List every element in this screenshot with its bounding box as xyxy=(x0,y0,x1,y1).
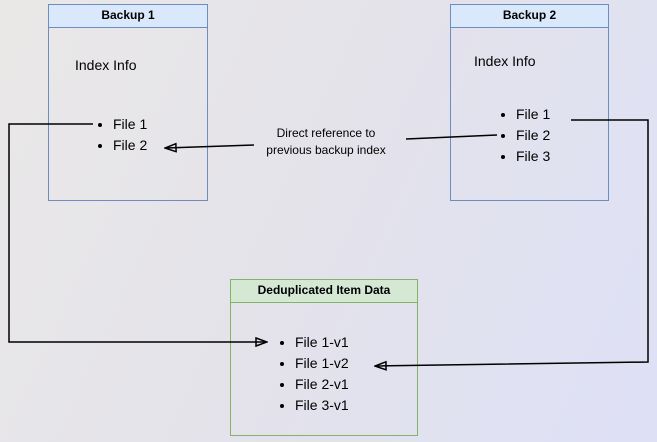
dedup-box: Deduplicated Item Data xyxy=(230,279,418,436)
backup1-file-list: File 1 File 2 xyxy=(89,114,147,156)
backup1-title: Backup 1 xyxy=(49,5,207,28)
direct-reference-annotation: Direct reference to previous backup inde… xyxy=(226,125,426,159)
list-item: File 2 xyxy=(113,135,147,156)
list-item: File 1-v2 xyxy=(295,353,349,374)
list-item: File 3 xyxy=(516,146,550,167)
list-item: File 1 xyxy=(516,104,550,125)
list-item: File 1 xyxy=(113,114,147,135)
backup2-index-info-label: Index Info xyxy=(474,53,536,69)
dedup-title: Deduplicated Item Data xyxy=(231,280,417,303)
backup2-box: Backup 2 xyxy=(450,4,609,201)
backup2-title: Backup 2 xyxy=(451,5,608,28)
dedup-file-list: File 1-v1 File 1-v2 File 2-v1 File 3-v1 xyxy=(271,332,349,416)
list-item: File 2-v1 xyxy=(295,374,349,395)
list-item: File 2 xyxy=(516,125,550,146)
backup2-file-list: File 1 File 2 File 3 xyxy=(492,104,550,167)
list-item: File 1-v1 xyxy=(295,332,349,353)
annotation-line2: previous backup index xyxy=(266,143,386,157)
annotation-line1: Direct reference to xyxy=(276,126,376,140)
list-item: File 3-v1 xyxy=(295,395,349,416)
backup1-box: Backup 1 xyxy=(48,4,208,201)
backup1-index-info-label: Index Info xyxy=(75,57,137,73)
